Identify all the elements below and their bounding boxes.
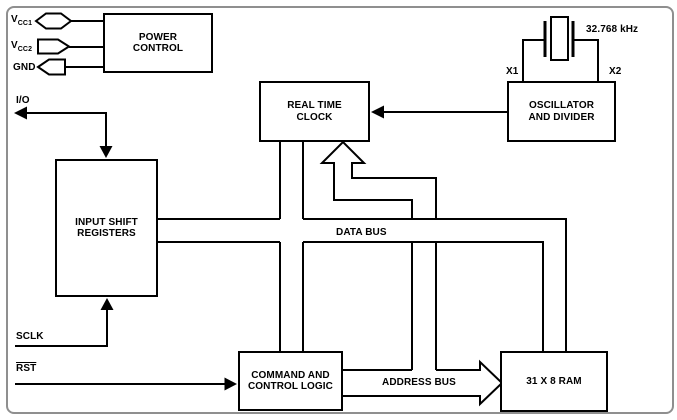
vcc1-main: V — [11, 14, 18, 25]
ram-block: 31 X 8 RAM — [500, 351, 608, 412]
vcc1-label: VCC1 — [11, 14, 32, 27]
x2-label: X2 — [609, 66, 622, 77]
command-control-logic-block: COMMAND AND CONTROL LOGIC — [238, 351, 343, 411]
io-wire — [14, 106, 113, 158]
vcc2-pin-icon — [37, 38, 103, 55]
input-shift-registers-block: INPUT SHIFT REGISTERS — [55, 159, 158, 297]
crystal-frequency-label: 32.768 kHz — [586, 24, 639, 35]
rst-wire — [15, 377, 237, 391]
io-label: I/O — [16, 95, 30, 106]
rst-label: RST — [16, 363, 36, 375]
sclk-wire — [15, 298, 114, 347]
data-bus — [157, 218, 567, 351]
address-bus-label: ADDRESS BUS — [382, 377, 456, 388]
vcc1-sub: CC1 — [17, 20, 33, 27]
rst-text: RST — [16, 363, 37, 374]
vcc2-label: VCC2 — [11, 40, 32, 53]
osc-arrowhead-left — [371, 105, 384, 119]
sclk-label: SCLK — [16, 331, 44, 342]
rst-arrowhead-right — [224, 377, 237, 391]
vcc2-sub: CC2 — [17, 46, 33, 53]
x1-label: X1 — [506, 66, 519, 77]
rtc-ccl-bus — [279, 142, 304, 351]
vcc2-main: V — [11, 40, 18, 51]
sclk-arrowhead-up — [100, 298, 114, 310]
rtc-address-branch — [319, 140, 437, 370]
io-arrowhead-left — [14, 106, 27, 120]
oscillator-to-rtc-wire — [371, 105, 507, 119]
vcc1-pin-icon — [34, 12, 103, 30]
power-control-block: POWER CONTROL — [103, 13, 213, 73]
io-arrowhead-down — [99, 146, 113, 158]
real-time-clock-block: REAL TIME CLOCK — [259, 81, 370, 142]
gnd-pin-icon — [36, 58, 103, 76]
data-bus-label: DATA BUS — [336, 227, 387, 238]
crystal-icon — [522, 16, 599, 81]
oscillator-divider-block: OSCILLATOR AND DIVIDER — [507, 81, 616, 142]
gnd-label: GND — [13, 62, 36, 73]
